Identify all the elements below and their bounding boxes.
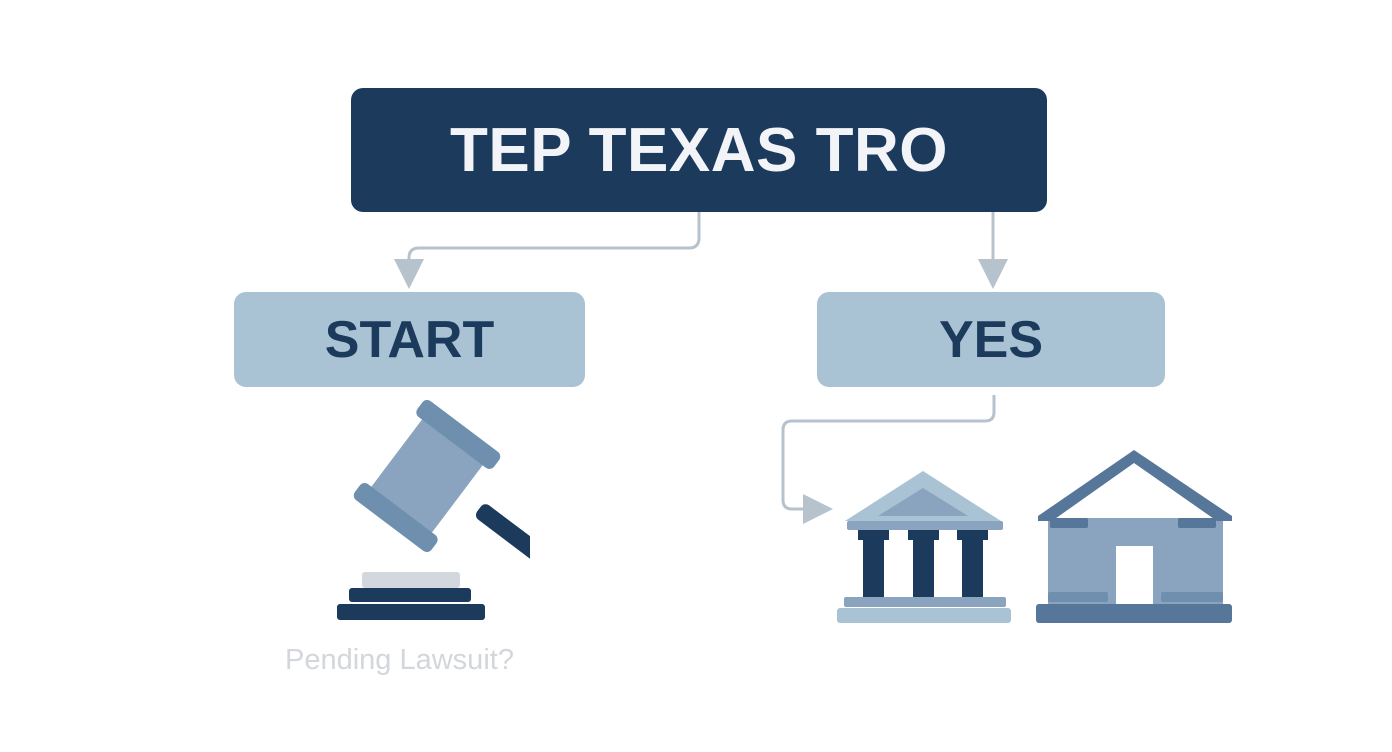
start-node: START — [234, 292, 585, 387]
title-node: TEP TEXAS TRO — [351, 88, 1047, 212]
buildings-group — [837, 450, 1232, 623]
house-icon — [1036, 450, 1232, 623]
title-text: TEP TEXAS TRO — [450, 115, 948, 185]
courthouse-icon — [837, 471, 1011, 623]
gavel-icon — [337, 400, 530, 620]
start-label: START — [324, 310, 495, 369]
question-caption: Pending Lawsuit? — [285, 644, 514, 676]
connector-yes-to-courthouse — [781, 395, 996, 524]
yes-label: YES — [938, 310, 1044, 369]
connector-title-to-start — [394, 212, 701, 289]
yes-node: YES — [817, 292, 1165, 387]
